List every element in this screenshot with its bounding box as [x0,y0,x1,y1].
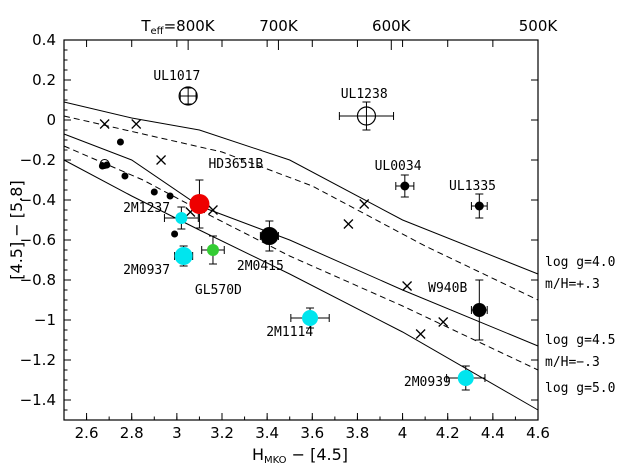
object-label-2m1237: 2M1237 [123,201,170,216]
object-label-2m0937: 2M0937 [123,263,170,278]
object-label-2m1114: 2M1114 [266,325,313,340]
data-point [150,188,158,196]
y-tick-label: 0 [46,111,56,129]
x-tick-label: 4 [398,424,408,442]
object-marker [356,106,377,126]
model-track-3 [63,133,539,347]
open-data-point [99,159,110,169]
x-axis-label: HMKO − [4.5] [252,445,348,466]
object-label-ul1238: UL1238 [341,87,388,102]
object-label-ul1017: UL1017 [153,69,200,84]
object-label-gl570d: GL570D [195,283,242,298]
model-label: log g=4.5 [545,333,615,348]
top-axis-label: 500K [519,17,559,35]
model-label: log g=4.0 [545,255,615,270]
x-tick-label: 2.6 [75,424,99,442]
object-marker [260,227,279,245]
object-marker [206,244,219,256]
top-axis-label: 600K [372,17,412,35]
data-point [171,230,179,238]
model-label: log g=5.0 [545,381,615,396]
x-tick-label: 3.6 [300,424,324,442]
object-hd3651b [189,179,210,229]
object-ul1335 [470,193,488,219]
object-label-hd3651b: HD3651B [208,157,263,172]
object-marker [302,310,319,326]
object-marker [400,181,410,191]
y-tick-label: 0.4 [32,31,56,49]
object-label-2m0939: 2M0939 [404,375,451,390]
object-2m0939 [446,365,486,391]
object-marker [174,247,193,265]
data-point [166,192,174,200]
model-track-5 [63,159,539,411]
top-axis-first-value: =800K [164,17,216,35]
object-label-2m0415: 2M0415 [237,259,284,274]
model-track-2 [63,115,539,301]
x-tick-label: 3.2 [210,424,234,442]
model-marker [131,119,142,129]
y-axis-label: [4.5] − [5.8] [7,180,26,279]
object-label-w940b: W940B [428,281,467,296]
model-marker [415,329,426,339]
x-tick-label: 3.8 [345,424,369,442]
object-ul1017 [178,86,198,106]
top-axis-first-label: Teff=800K [140,17,215,37]
x-tick-label: 2.8 [120,424,144,442]
model-marker [343,219,354,229]
object-ul0034 [395,174,415,198]
model-marker [208,205,218,215]
y-tick-label: −0.2 [20,151,56,169]
model-marker [402,281,413,291]
y-tick-label: 0.2 [32,71,56,89]
model-track-1 [63,101,539,275]
x-tick-label: 4.4 [481,424,505,442]
top-axis-prefix: T [140,17,151,35]
object-marker [474,201,484,211]
object-gl570d [201,235,225,265]
x-axis-label-tail: − [4.5] [287,445,349,464]
x-tick-label: 4.2 [436,424,460,442]
model-marker [156,155,167,165]
y-tick-label: −1 [34,311,56,329]
x-axis-label-main: H [252,445,264,464]
model-marker [99,119,110,129]
y-tick-label: −0.4 [20,191,56,209]
model-label: m/H=+.3 [545,277,600,292]
y-tick-label: −1.2 [20,351,56,369]
x-tick-label: 4.6 [526,424,550,442]
object-w940b [470,279,488,341]
object-marker [178,86,198,106]
object-marker [175,212,188,224]
object-label-ul0034: UL0034 [375,159,422,174]
object-2m0415 [259,220,279,252]
object-marker [189,194,210,214]
y-tick-label: −0.8 [20,271,56,289]
x-tick-label: 3.4 [255,424,279,442]
y-tick-label: −0.6 [20,231,56,249]
object-2m1237 [163,206,199,230]
object-label-ul1335: UL1335 [449,179,496,194]
model-marker [359,199,370,209]
object-2m0937 [174,245,194,267]
y-tick-label: −1.4 [20,391,56,409]
model-track-4 [63,145,539,371]
data-point [116,138,124,146]
object-marker [457,370,474,386]
top-axis-label: 700K [259,17,299,35]
object-ul1238 [338,101,395,131]
top-axis-prefix-sub: eff [151,26,165,37]
x-axis-label-sub: MKO [264,455,287,466]
object-marker [472,303,487,317]
x-tick-label: 3 [172,424,182,442]
object-2m1114 [290,307,330,329]
data-point [121,172,129,180]
model-marker [438,317,449,327]
plot-frame [63,39,539,421]
model-label: m/H=−.3 [545,355,600,370]
